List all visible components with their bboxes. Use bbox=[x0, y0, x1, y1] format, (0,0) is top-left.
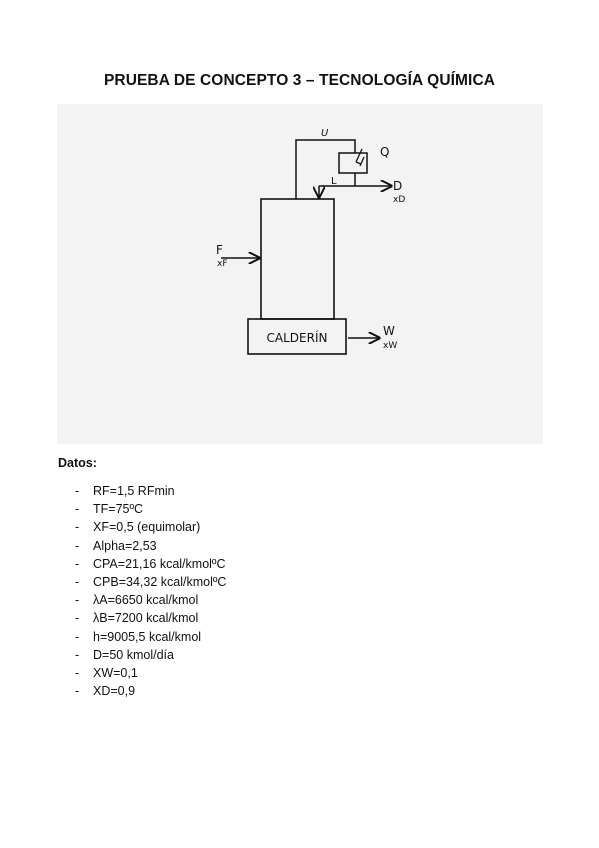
datos-item-text: Alpha=2,53 bbox=[93, 538, 157, 553]
datos-heading: Datos: bbox=[58, 456, 97, 470]
list-bullet: - bbox=[75, 629, 80, 644]
datos-item-text: CPA=21,16 kcal/kmolºC bbox=[93, 556, 226, 571]
label-xf: xF bbox=[217, 259, 228, 269]
list-bullet: - bbox=[75, 665, 80, 680]
list-bullet: - bbox=[75, 593, 80, 608]
list-bullet: - bbox=[75, 556, 80, 571]
label-xw: xW bbox=[383, 341, 397, 351]
column-body bbox=[260, 198, 335, 320]
datos-item-text: CPB=34,32 kcal/kmolºC bbox=[93, 574, 227, 589]
datos-item-text: h=9005,5 kcal/kmol bbox=[93, 629, 202, 644]
list-bullet: - bbox=[75, 647, 80, 662]
datos-item-text: XD=0,9 bbox=[93, 684, 136, 699]
label-w: W bbox=[383, 324, 395, 338]
list-bullet: - bbox=[75, 574, 80, 589]
datos-item-text: RF=1,5 RFmin bbox=[93, 484, 175, 498]
list-bullet: - bbox=[75, 520, 80, 535]
condenser bbox=[338, 152, 368, 174]
datos-item-text: λB=7200 kcal/kmol bbox=[93, 611, 199, 626]
datos-item-text: XF=0,5 (equimolar) bbox=[93, 520, 201, 535]
list-bullet: - bbox=[75, 538, 80, 553]
label-q: Q bbox=[380, 145, 389, 159]
condenser-heat-lines bbox=[355, 148, 365, 167]
vapor-line bbox=[295, 139, 356, 199]
label-d: D bbox=[393, 179, 402, 193]
label-f: F bbox=[216, 243, 223, 257]
label-u: U bbox=[321, 128, 329, 139]
datos-item-text: D=50 kmol/día bbox=[93, 647, 174, 662]
distillation-column-diagram: CALDERÍN U Q L D xD F xF W xW bbox=[57, 104, 543, 444]
reboiler-label: CALDERÍN bbox=[267, 330, 328, 345]
reboiler-box bbox=[247, 318, 347, 355]
page-title: PRUEBA DE CONCEPTO 3 – TECNOLOGÍA QUÍMIC… bbox=[103, 72, 496, 89]
label-xd: xD bbox=[393, 195, 405, 205]
list-bullet: - bbox=[75, 502, 80, 517]
datos-item-text: XW=0,1 bbox=[93, 665, 138, 680]
list-bullet: - bbox=[75, 484, 80, 498]
datos-item-text: TF=75ºC bbox=[93, 502, 144, 517]
datos-item-text: λA=6650 kcal/kmol bbox=[93, 593, 199, 608]
label-l: L bbox=[331, 176, 337, 187]
list-bullet: - bbox=[75, 684, 80, 699]
list-bullet: - bbox=[75, 611, 80, 626]
